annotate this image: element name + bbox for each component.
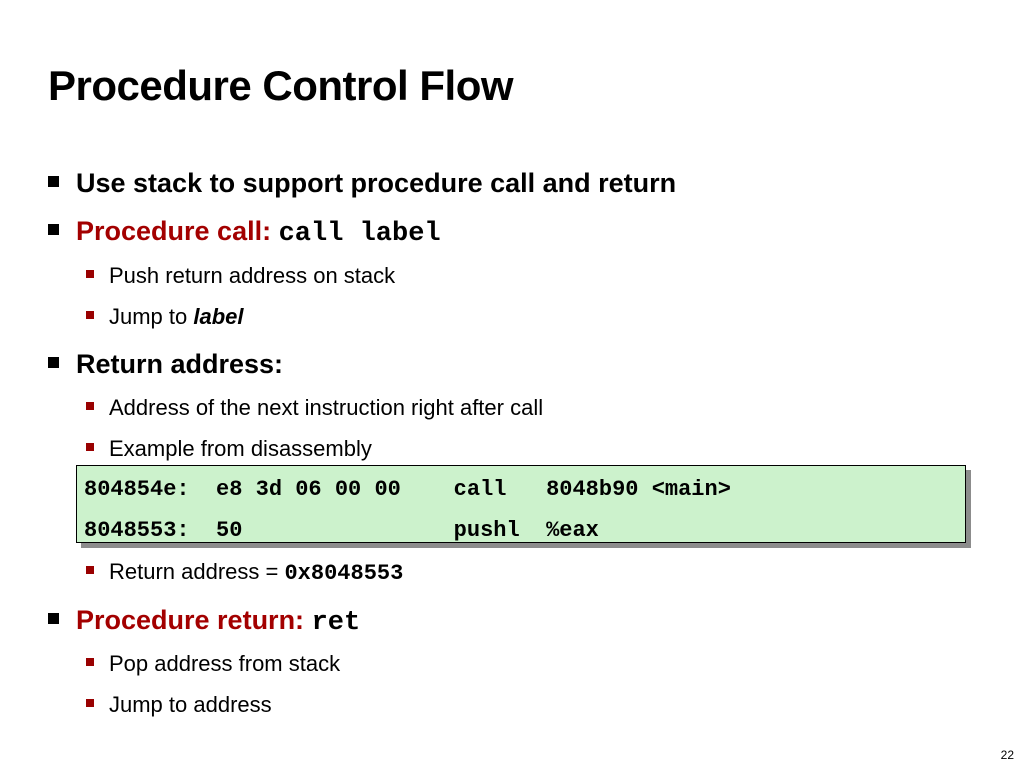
square-bullet-icon (86, 566, 94, 575)
square-bullet-icon (48, 613, 59, 625)
sub-bullet-text: Address of the next instruction right af… (109, 395, 544, 420)
square-bullet-icon (86, 658, 94, 667)
sub-bullet-text: Jump to (109, 304, 194, 329)
sub-bullet-text: Example from disassembly (109, 436, 372, 461)
bullet-stack-support: Use stack to support procedure call and … (48, 166, 676, 200)
return-address-code: 0x8048553 (284, 561, 404, 586)
bullet-text: Return address: (76, 349, 284, 379)
code-line: 804854e: e8 3d 06 00 00 call 8048b90 <ma… (84, 477, 731, 502)
sub-bullet-text: Pop address from stack (109, 651, 341, 676)
call-code: call label (278, 219, 441, 249)
sub-bullet-example: Example from disassembly (86, 435, 372, 463)
procedure-return-label: Procedure return: (76, 605, 312, 635)
square-bullet-icon (86, 699, 94, 708)
bullet-procedure-return: Procedure return: ret (48, 603, 360, 640)
square-bullet-icon (86, 443, 94, 452)
code-line: 8048553: 50 pushl %eax (84, 518, 599, 543)
sub-bullet-text: Push return address on stack (109, 263, 396, 288)
label-emphasis: label (193, 304, 244, 329)
square-bullet-icon (86, 402, 94, 411)
slide-title: Procedure Control Flow (48, 62, 514, 109)
sub-bullet-return-address-value: Return address = 0x8048553 (86, 558, 403, 588)
square-bullet-icon (48, 224, 59, 236)
square-bullet-icon (86, 311, 94, 320)
square-bullet-icon (86, 270, 94, 279)
bullet-text: Use stack to support procedure call and … (76, 168, 677, 198)
square-bullet-icon (48, 176, 59, 188)
ret-code: ret (311, 608, 361, 638)
sub-bullet-jump-to-address: Jump to address (86, 691, 272, 719)
sub-bullet-address-next: Address of the next instruction right af… (86, 394, 543, 422)
sub-bullet-text: Jump to address (109, 692, 272, 717)
page-number: 22 (1000, 748, 1014, 762)
bullet-procedure-call: Procedure call: call label (48, 214, 441, 251)
bullet-return-address: Return address: (48, 347, 283, 381)
square-bullet-icon (48, 357, 59, 369)
sub-bullet-push-return: Push return address on stack (86, 262, 395, 290)
sub-bullet-jump-to-label: Jump to label (86, 303, 244, 331)
disassembly-code-box: 804854e: e8 3d 06 00 00 call 8048b90 <ma… (76, 465, 966, 543)
procedure-call-label: Procedure call: (76, 216, 279, 246)
sub-bullet-text: Return address = (109, 559, 285, 584)
sub-bullet-pop-address: Pop address from stack (86, 650, 340, 678)
